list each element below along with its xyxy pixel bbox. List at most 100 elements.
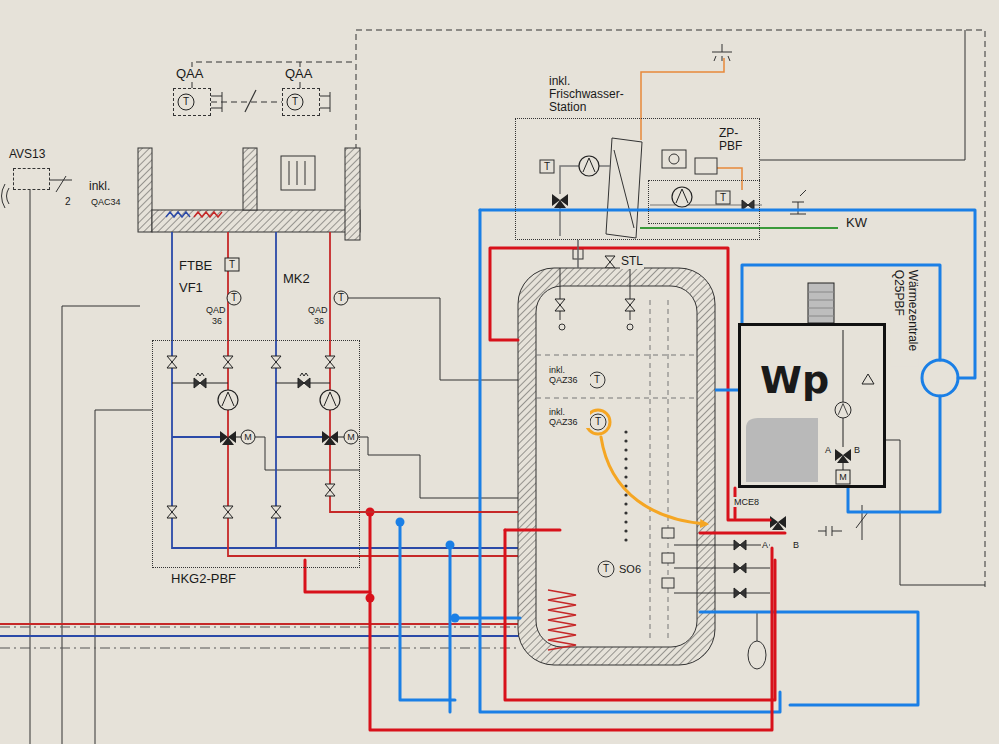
heat-pump-box: Wp: [738, 323, 886, 488]
tank-sensor-dots: [624, 439, 627, 442]
fresh-water-station-art: [540, 44, 838, 259]
pipe-sensors: [334, 291, 348, 305]
buffer-tank-art: [589, 372, 605, 388]
tank-sensor-dots: [624, 430, 627, 541]
valve-symbols: [194, 378, 206, 388]
circuit-name: MK2: [282, 272, 311, 287]
sensor-letter: T: [333, 292, 349, 304]
motor-letter: M: [240, 432, 256, 442]
bus-wiring: [30, 190, 31, 744]
tank-valves: [555, 299, 565, 311]
tank-valves: [625, 299, 635, 311]
fresh-water-station-art: [712, 44, 732, 61]
bus-wiring: [62, 306, 140, 744]
heat-pump-parts: [835, 449, 851, 463]
group-name: ZP-PBF: [718, 127, 754, 153]
valve-symbols: [325, 484, 335, 496]
buffer-tank-art: [662, 578, 674, 588]
bus-wiring: [320, 92, 330, 112]
hand-drawn-blue: [848, 396, 940, 512]
tank-sensor-dots: [624, 457, 627, 460]
valve-symbols: [223, 506, 233, 518]
pipe-sensors: [225, 258, 239, 271]
sensor-letter: T: [225, 259, 239, 271]
room-walls: [138, 148, 360, 240]
fresh-water-station: ZP-PBFTinkl. Frischwasser-Station: [515, 118, 760, 240]
buffer-tank-art: [590, 414, 606, 430]
hand-drawn-blue: [922, 360, 958, 396]
handwritten-label: Wp: [760, 359, 829, 403]
pipe-sensors: [178, 94, 348, 305]
mixer-motor: [241, 430, 255, 444]
heat-pump-parts: [835, 402, 851, 463]
hand-drawn-red: [305, 560, 370, 592]
part-number: QAD: [307, 305, 329, 315]
controller-name: AVS13: [8, 148, 46, 162]
sensor-letter: T: [590, 416, 606, 428]
valve-symbols: [271, 506, 281, 518]
hand-drawn-blue: [480, 210, 780, 712]
bus-wiring: [192, 62, 356, 88]
pipe-sensors: [227, 291, 241, 305]
buffer-tank: inkl. QAZ36Tinkl. QAZ36TSO6T: [518, 268, 715, 665]
pipe-sensors: [178, 94, 194, 110]
port-letter: A: [761, 540, 769, 550]
floor-heating-coil: [194, 212, 222, 217]
orange-annotation: [586, 410, 706, 524]
buffer-tank-art: [548, 590, 576, 650]
tank-valves: [734, 563, 746, 573]
room-walls: [138, 148, 152, 232]
station-components: [672, 187, 692, 207]
tank-sensor-dots: [624, 520, 627, 523]
sensor-letter: T: [589, 374, 605, 386]
tank-sensor-dots: [624, 529, 627, 532]
heating-circuit-pipes: [330, 232, 362, 512]
bus-connector: [211, 102, 282, 103]
hand-drawn-red: [505, 529, 560, 532]
fresh-water-station-art: [640, 227, 838, 229]
buffer-tank-art: [627, 324, 633, 330]
expansion-vessel: [856, 505, 868, 540]
sensor-name: SO6: [618, 563, 642, 576]
valve-symbols: [320, 390, 340, 410]
bus-wiring: [358, 437, 518, 498]
tank-sensor-dots: [624, 502, 627, 505]
tank-valves: [734, 588, 746, 598]
station-components: [579, 156, 599, 176]
heat-pump-parts: [835, 402, 851, 418]
part-number: MCE8: [733, 497, 760, 507]
sensor-name: inkl. QAZ36: [548, 365, 590, 386]
sensor-letter: T: [540, 161, 554, 173]
buffer-tank-art: [650, 300, 668, 640]
bus-wiring: [50, 180, 72, 181]
buffer-tank-art: [536, 355, 697, 398]
tank-valves: [770, 516, 786, 530]
buffer-tank-art: [662, 528, 674, 538]
heat-pump-art: [808, 283, 834, 323]
hand-drawn-dots: [366, 508, 460, 623]
fresh-water-station-art: [540, 160, 554, 173]
hand-drawn-red: [490, 248, 770, 520]
station-components: [605, 256, 615, 268]
room-walls: [243, 148, 257, 210]
pipe-connector: [715, 389, 738, 392]
heating-circuit-pipes: [275, 232, 277, 548]
sensor-letter: T: [287, 96, 303, 108]
expansion-vessel: [748, 505, 868, 669]
floor-heating-coil: [166, 212, 222, 217]
heat-pump-art: [862, 374, 874, 384]
hand-drawn-red: [305, 248, 785, 730]
buffer-tank-art: [518, 268, 770, 665]
orange-annotation: [601, 437, 706, 524]
bus-wiring: [255, 437, 360, 470]
valve-symbols: [220, 431, 236, 445]
fresh-water-station-art: [716, 191, 730, 204]
tank-sensor-dots: [624, 466, 627, 469]
part-number: 36: [211, 316, 223, 326]
radiator-symbol: [281, 156, 315, 190]
bus-wiring: [95, 410, 152, 744]
valve-symbols: [218, 390, 238, 410]
hand-drawn-blue: [449, 545, 452, 712]
port-letter: B: [792, 540, 800, 550]
